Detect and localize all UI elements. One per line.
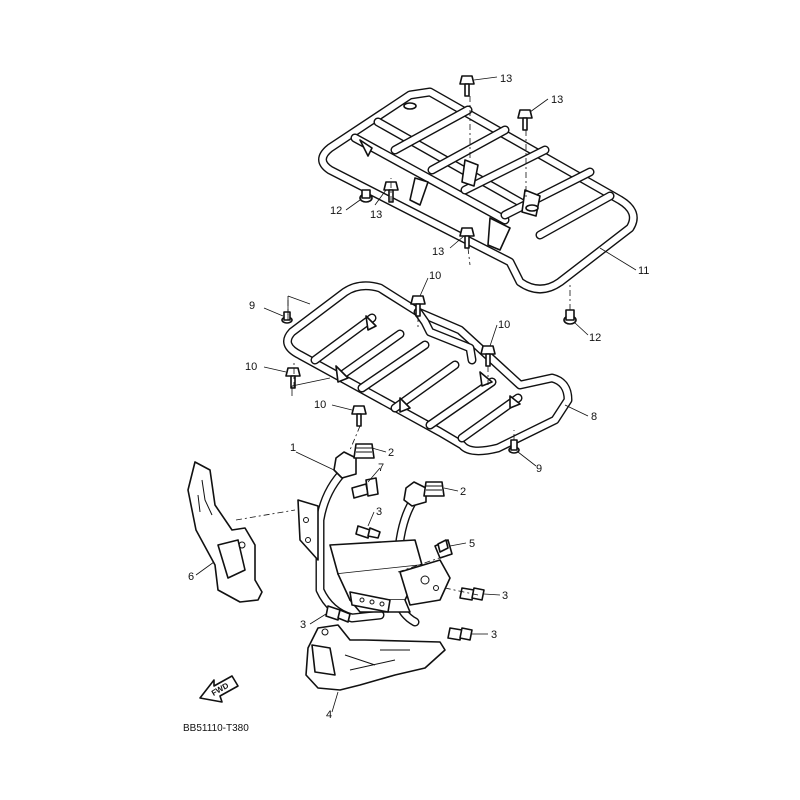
callout-13-right: 13 [551,94,563,106]
callout-13-mid: 13 [370,209,382,221]
callout-13-low: 13 [432,246,444,258]
callout-3-b: 3 [502,590,508,602]
bolt-13-low [459,227,475,249]
callout-12-a: 12 [330,205,342,217]
front-carrier [283,281,573,456]
callout-9-a: 9 [249,300,255,312]
callout-10-right: 10 [498,319,510,331]
bolt-5 [434,539,453,559]
callout-7: 7 [378,462,384,474]
callout-3-a: 3 [376,506,382,518]
nut-12-a [359,189,373,203]
leader-lines [195,76,637,713]
callout-1: 1 [290,442,296,454]
side-cover-left [187,461,263,603]
callout-10-top: 10 [429,270,441,282]
callout-3-c: 3 [300,619,306,631]
rear-carrier [318,87,638,294]
side-cover-right [305,624,446,691]
callout-labels: 13 13 13 13 12 11 12 9 10 10 10 10 8 9 1… [188,73,649,721]
callout-10-low: 10 [314,399,326,411]
callout-6: 6 [188,571,194,583]
bolt-3-a [355,525,381,539]
callout-2-b: 2 [460,486,466,498]
bolt-10-right [480,345,496,367]
callout-4: 4 [326,709,332,721]
callout-10-left: 10 [245,361,257,373]
bolt-7 [351,477,379,499]
callout-11: 11 [638,265,649,277]
callout-13-top: 13 [500,73,512,85]
bolt-13-right [517,109,533,131]
assembly-lines [235,96,571,596]
nut-9-a [281,311,293,324]
bolt-3-b [459,587,485,601]
bolt-3-d [447,627,473,641]
bolt-10-low [351,405,367,427]
bolt-13-top [459,75,475,97]
bolts [281,75,577,641]
callout-2-a: 2 [388,447,394,459]
callout-8: 8 [591,411,597,423]
callout-3-d: 3 [491,629,497,641]
bolt-10-left [285,367,301,389]
nut-12-b [563,309,577,325]
diagram-code: BB51110-T380 [183,723,249,734]
nut-9-b [508,439,520,454]
fwd-arrow-icon: FWD [199,675,239,703]
bolt-10-top [410,295,426,317]
bumper-grommets [353,443,445,497]
callout-12-b: 12 [589,332,601,344]
callout-5: 5 [469,538,475,550]
callout-9-b: 9 [536,463,542,475]
bolt-3-c [325,605,351,623]
